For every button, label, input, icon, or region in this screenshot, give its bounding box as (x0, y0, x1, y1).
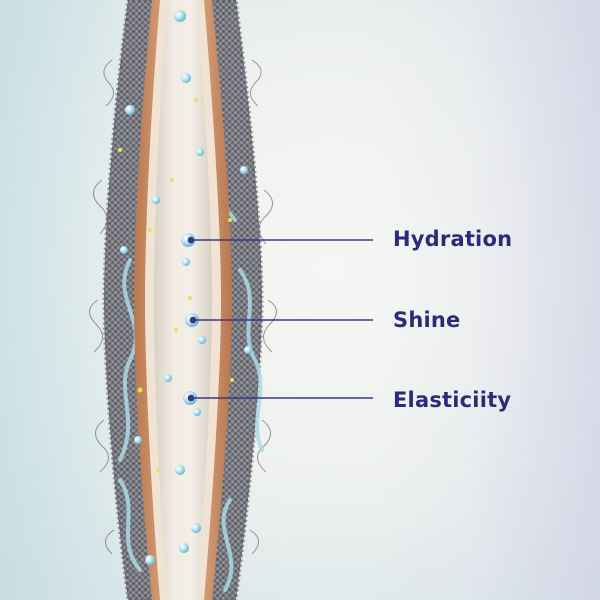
sparkle-icon (194, 98, 198, 102)
water-droplet-icon (240, 166, 248, 174)
water-droplet-icon (193, 408, 201, 416)
water-droplet-icon (145, 555, 155, 565)
water-droplet-icons (120, 10, 252, 565)
sparkle-icon (137, 387, 143, 393)
water-droplet-icon (134, 436, 142, 444)
water-droplet-icon (198, 336, 206, 344)
sparkle-icon (148, 228, 152, 232)
callout-dot-shine (189, 316, 197, 324)
water-droplet-icon (191, 523, 201, 533)
water-droplet-icon (244, 346, 252, 354)
sparkle-icon (228, 218, 232, 222)
callout-dot-elasticity (187, 394, 195, 402)
water-droplet-icon (164, 374, 172, 382)
label-hydration: Hydration (393, 227, 513, 251)
sparkle-icon (174, 328, 178, 332)
water-droplet-icon (120, 246, 128, 254)
loose-fiber-curls (89, 59, 277, 555)
label-shine: Shine (393, 308, 461, 332)
sparkle-icons (118, 98, 234, 472)
water-droplet-icon (181, 73, 191, 83)
water-droplet-icon (179, 543, 189, 553)
callout-lines (187, 236, 373, 402)
background-tint-right (380, 0, 600, 600)
water-droplet-icon (125, 105, 135, 115)
label-elasticity: Elasticiity (393, 388, 512, 412)
sparkle-icon (188, 296, 192, 300)
hair-shaft (134, 0, 232, 600)
water-droplet-icon (174, 10, 186, 22)
water-droplet-icon (152, 196, 160, 204)
callout-dot-hydration (187, 236, 195, 244)
sparkle-icon (230, 378, 234, 382)
water-droplet-icon (182, 258, 190, 266)
water-droplet-icon (175, 465, 185, 475)
sparkle-icon (118, 148, 122, 152)
water-droplet-icon (196, 148, 204, 156)
sparkle-icon (170, 178, 174, 182)
sparkle-icon (156, 468, 160, 472)
